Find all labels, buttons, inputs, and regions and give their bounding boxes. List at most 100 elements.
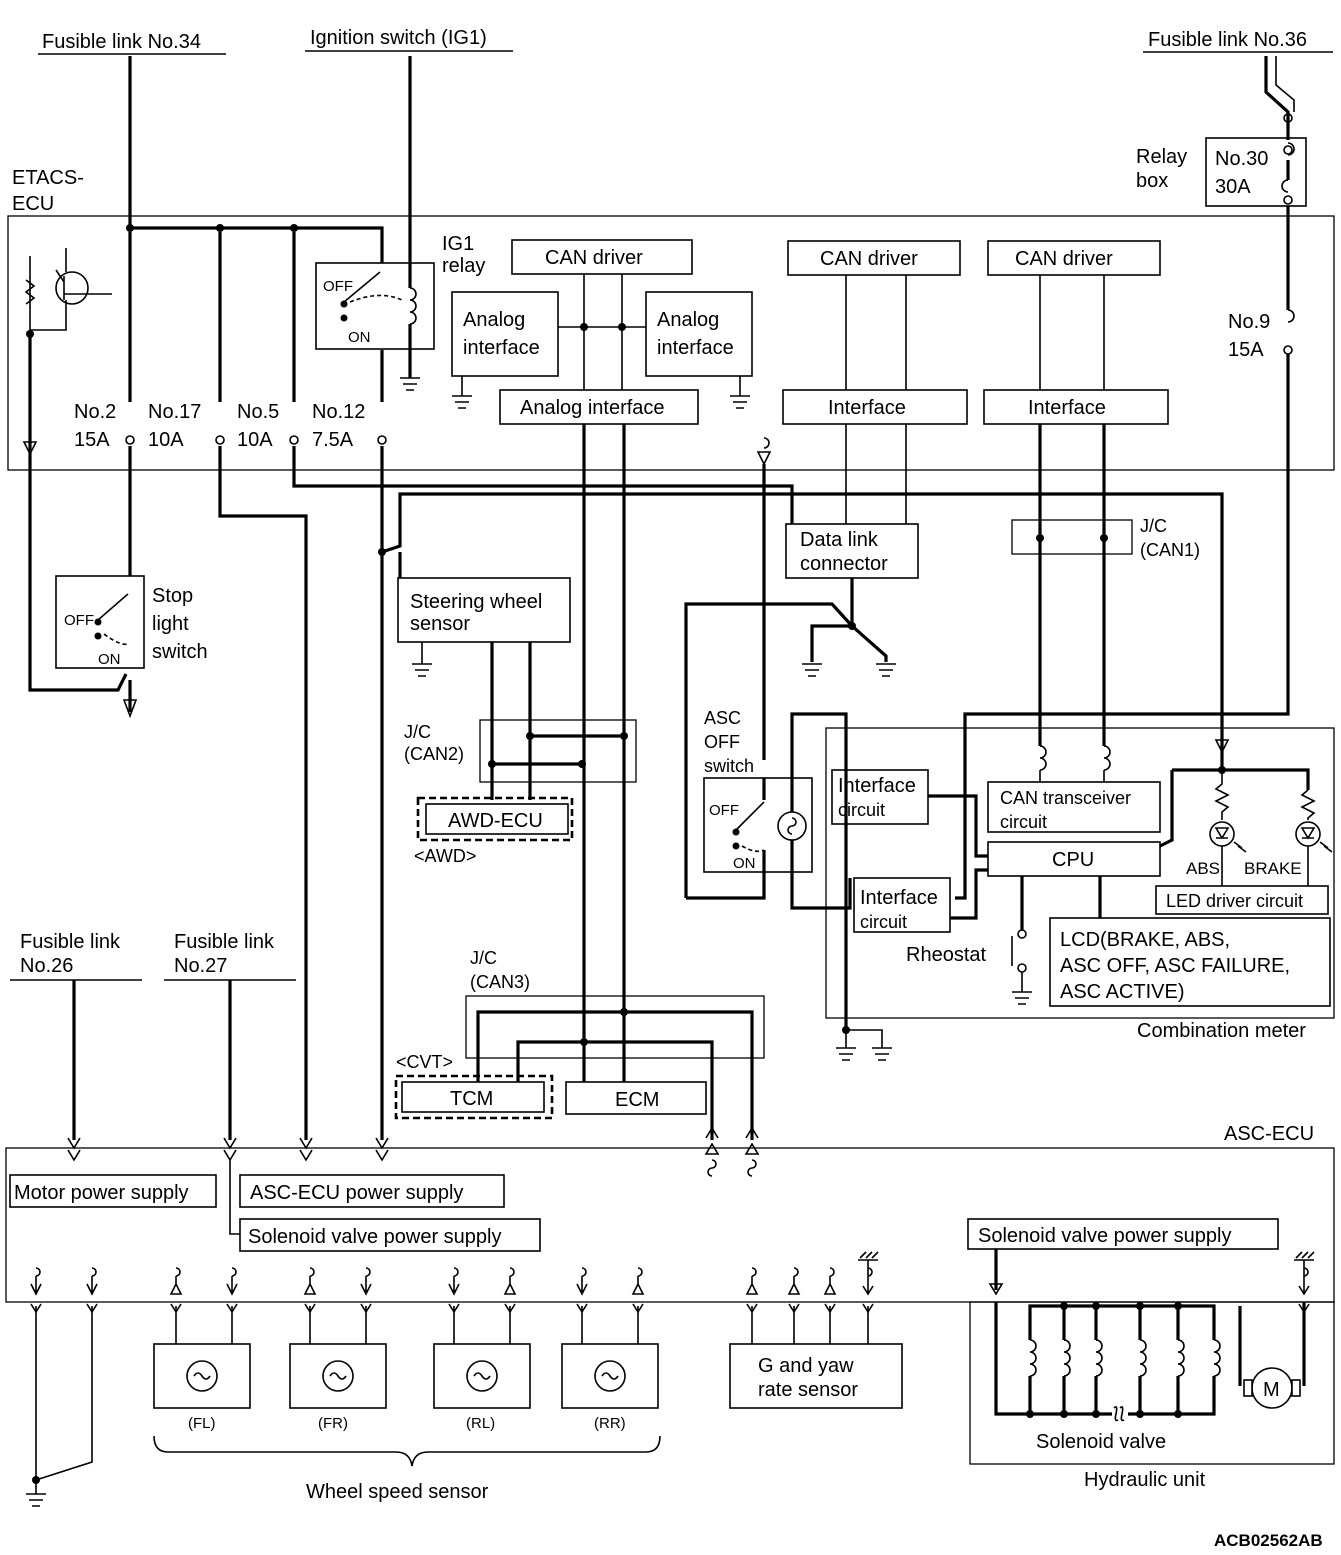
ig1-relay-label: IG1 (442, 233, 474, 255)
analog-interface-left (451, 291, 559, 377)
svg-text:15A: 15A (1228, 339, 1264, 361)
svg-text:ASC ACTIVE): ASC ACTIVE) (1060, 981, 1184, 1003)
svg-text:Steering wheel: Steering wheel (410, 591, 542, 613)
svg-text:switch: switch (152, 641, 208, 663)
interface-3 (983, 389, 1169, 425)
awd-ecu (425, 803, 569, 835)
fl-label: (FL) (188, 1415, 216, 1432)
svg-text:LED driver circuit: LED driver circuit (1166, 891, 1303, 911)
svg-text:interface: interface (463, 337, 540, 359)
cvt-tag: <CVT> (396, 1052, 453, 1072)
asc-ecu-pin-9 (631, 1267, 645, 1314)
svg-text:rate sensor: rate sensor (758, 1379, 858, 1401)
svg-text:Motor power supply: Motor power supply (14, 1182, 189, 1204)
svg-text:G and yaw: G and yaw (758, 1355, 854, 1377)
solenoid-valve-power-supply-left (239, 1218, 541, 1252)
etacs-ecu-label: ETACS- (12, 167, 84, 189)
svg-text:(CAN3): (CAN3) (470, 972, 530, 992)
svg-text:Solenoid valve power supply: Solenoid valve power supply (978, 1225, 1232, 1247)
steering-wheel-sensor (397, 577, 571, 643)
asc-ecu-pin-5 (360, 1267, 372, 1314)
svg-text:ON: ON (348, 329, 371, 346)
asc-ecu-pin-4 (303, 1267, 317, 1314)
svg-text:CAN driver: CAN driver (545, 247, 643, 269)
svg-text:Analog: Analog (657, 309, 719, 331)
svg-text:ASC OFF, ASC FAILURE,: ASC OFF, ASC FAILURE, (1060, 955, 1290, 977)
g-yaw-rate-sensor (729, 1343, 903, 1409)
svg-text:No.27: No.27 (174, 955, 227, 977)
fuse-no30: No.30 (1215, 148, 1268, 170)
svg-text:CAN transceiver: CAN transceiver (1000, 788, 1131, 808)
svg-text:No.26: No.26 (20, 955, 73, 977)
svg-text:circuit: circuit (1000, 812, 1047, 832)
asc-ecu-pin-1 (86, 1267, 98, 1314)
svg-text:Data link: Data link (800, 529, 879, 551)
relay-box-label: Relay (1136, 146, 1187, 168)
fuse-no5: No.5 (237, 401, 279, 423)
ignition-switch-label: Ignition switch (IG1) (310, 27, 487, 49)
can-driver-1 (511, 239, 693, 275)
can-transceiver-circuit (987, 781, 1161, 833)
asc-ecu-pin-13 (858, 1251, 879, 1314)
hydraulic-unit-frame (969, 1301, 1335, 1465)
fr-label: (FR) (318, 1415, 348, 1432)
analog-interface-right (645, 291, 753, 377)
tcm (401, 1081, 545, 1113)
data-link-connector (785, 523, 919, 579)
svg-text:Solenoid valve power supply: Solenoid valve power supply (248, 1226, 502, 1248)
svg-text:CPU: CPU (1052, 849, 1094, 871)
fusible-link-34-label: Fusible link No.34 (42, 31, 201, 53)
rheostat-label: Rheostat (906, 944, 986, 966)
jc-can3-box (465, 995, 765, 1059)
svg-text:7.5A: 7.5A (312, 429, 354, 451)
svg-text:10A: 10A (148, 429, 184, 451)
combination-meter-label: Combination meter (1137, 1020, 1306, 1042)
stop-light-switch-label: Stop (152, 585, 193, 607)
svg-text:Interface: Interface (860, 887, 938, 909)
fusible-link-36-label: Fusible link No.36 (1148, 29, 1307, 51)
jc-can1-box (1011, 519, 1133, 555)
svg-text:ECU: ECU (12, 193, 54, 215)
jc-can2-box (479, 719, 637, 783)
analog-interface-bottom (499, 389, 699, 425)
svg-text:LCD(BRAKE, ABS,: LCD(BRAKE, ABS, (1060, 929, 1230, 951)
solenoid-valve-label: Solenoid valve (1036, 1431, 1166, 1453)
wheel-speed-sensor-label: Wheel speed sensor (306, 1481, 489, 1503)
fusible-link-27-label: Fusible link (174, 931, 275, 953)
led-driver-circuit (1155, 885, 1329, 915)
svg-text:OFF: OFF (709, 802, 739, 819)
abs-led-label: ABS (1186, 859, 1220, 878)
asc-ecu-pin-6 (448, 1267, 460, 1314)
wheel-speed-sensor-rl (433, 1343, 531, 1409)
asc-off-switch-box (703, 777, 813, 873)
asc-ecu-pin-10 (745, 1267, 759, 1314)
interface-2 (782, 389, 968, 425)
svg-text:ASC-ECU power supply: ASC-ECU power supply (250, 1182, 463, 1204)
can-driver-3 (987, 240, 1161, 276)
interface-circuit-top (831, 769, 929, 825)
svg-text:Interface: Interface (828, 397, 906, 419)
svg-text:Interface: Interface (838, 775, 916, 797)
asc-ecu-label: ASC-ECU (1224, 1123, 1314, 1145)
svg-text:relay: relay (442, 255, 485, 277)
asc-off-switch-label: ASC (704, 708, 741, 728)
fuse-no2: No.2 (74, 401, 116, 423)
svg-text:switch: switch (704, 756, 754, 776)
hydraulic-unit-label: Hydraulic unit (1084, 1469, 1206, 1491)
svg-text:ECM: ECM (615, 1089, 659, 1111)
svg-text:OFF: OFF (64, 612, 94, 629)
asc-ecu-pins (30, 1251, 1315, 1314)
asc-ecu-pin-2 (169, 1267, 183, 1314)
svg-text:10A: 10A (237, 429, 273, 451)
asc-ecu-frame (5, 1147, 1335, 1303)
svg-text:Analog interface: Analog interface (520, 397, 665, 419)
jc-can3-label: J/C (470, 948, 497, 968)
fuse-no17: No.17 (148, 401, 201, 423)
svg-text:circuit: circuit (860, 912, 907, 932)
awd-tag: <AWD> (414, 846, 476, 866)
figure-code: ACB02562AB (1214, 1531, 1323, 1550)
svg-text:(CAN2): (CAN2) (404, 744, 464, 764)
svg-text:AWD-ECU: AWD-ECU (448, 810, 543, 832)
svg-text:CAN driver: CAN driver (1015, 248, 1113, 270)
fusible-link-26-label: Fusible link (20, 931, 121, 953)
